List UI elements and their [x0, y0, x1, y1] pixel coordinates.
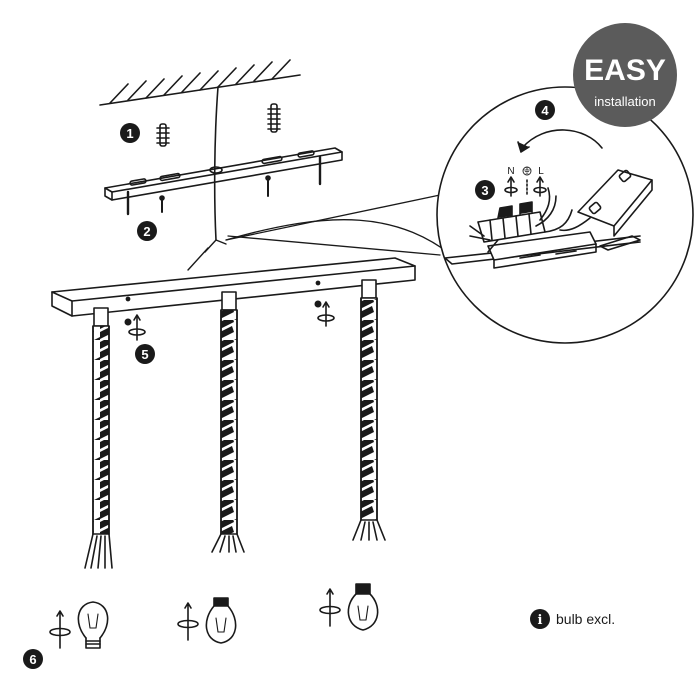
info-icon-letter: i	[538, 613, 543, 628]
bulb-group-left	[49, 601, 109, 649]
step-3-number: 3	[481, 183, 488, 198]
easy-installation-badge: EASY installation	[573, 23, 677, 127]
rope-end-tassel	[352, 519, 386, 541]
rotate-arrow-icon	[504, 176, 547, 197]
curved-arrow-icon	[517, 129, 603, 153]
mounting-bracket-icon	[104, 147, 343, 216]
twisted-rope-cord-icon	[92, 325, 110, 535]
badge-title: EASY	[584, 54, 666, 87]
step-2-badge: 2	[137, 221, 157, 241]
zoom-lines	[225, 194, 461, 263]
pendant-middle	[211, 291, 245, 553]
step-2-number: 2	[143, 224, 150, 239]
magnifier-circle-icon	[436, 86, 694, 344]
junction-box-icon	[444, 169, 653, 269]
ceiling-hatch-icon	[99, 59, 301, 106]
lamp-holder-icon	[93, 307, 109, 327]
wall-plug-screw-icon	[156, 103, 281, 147]
step-6-badge: 6	[23, 649, 43, 669]
info-icon: i	[530, 609, 550, 629]
step-5-number: 5	[141, 347, 148, 362]
bulb-excluded-note: bulb excl.	[556, 611, 615, 627]
step-1-badge: 1	[120, 123, 140, 143]
pendant-left	[84, 307, 113, 569]
terminal-label-neutral: N	[507, 166, 514, 177]
bulb-group-middle	[177, 597, 237, 644]
step-5-badge: 5	[135, 344, 155, 364]
step-1-number: 1	[126, 126, 133, 141]
step-4-number: 4	[541, 103, 549, 118]
twisted-rope-cord-icon	[360, 297, 378, 521]
rope-end-tassel	[211, 533, 245, 553]
bulb-group-right	[319, 583, 379, 631]
edison-bulb-icon	[77, 601, 109, 649]
pendant-right	[352, 279, 386, 541]
terminal-block-icon	[469, 187, 573, 253]
twisted-rope-cord-icon	[220, 309, 238, 535]
rotate-arrow-icon	[124, 300, 335, 341]
badge-subtitle: installation	[594, 94, 655, 109]
lamp-holder-icon	[361, 279, 377, 299]
edison-bulb-icon	[347, 583, 379, 631]
lamp-holder-icon	[221, 291, 237, 311]
step-6-number: 6	[29, 652, 36, 667]
rope-end-tassel	[84, 533, 113, 569]
step-3-badge: 3	[475, 180, 495, 200]
step-4-badge: 4	[535, 100, 555, 120]
ceiling-canopy-bar-icon	[51, 239, 416, 317]
earth-icon	[522, 166, 532, 176]
supply-wire	[213, 86, 219, 241]
terminal-label-live: L	[538, 166, 544, 177]
edison-bulb-icon	[205, 597, 237, 644]
